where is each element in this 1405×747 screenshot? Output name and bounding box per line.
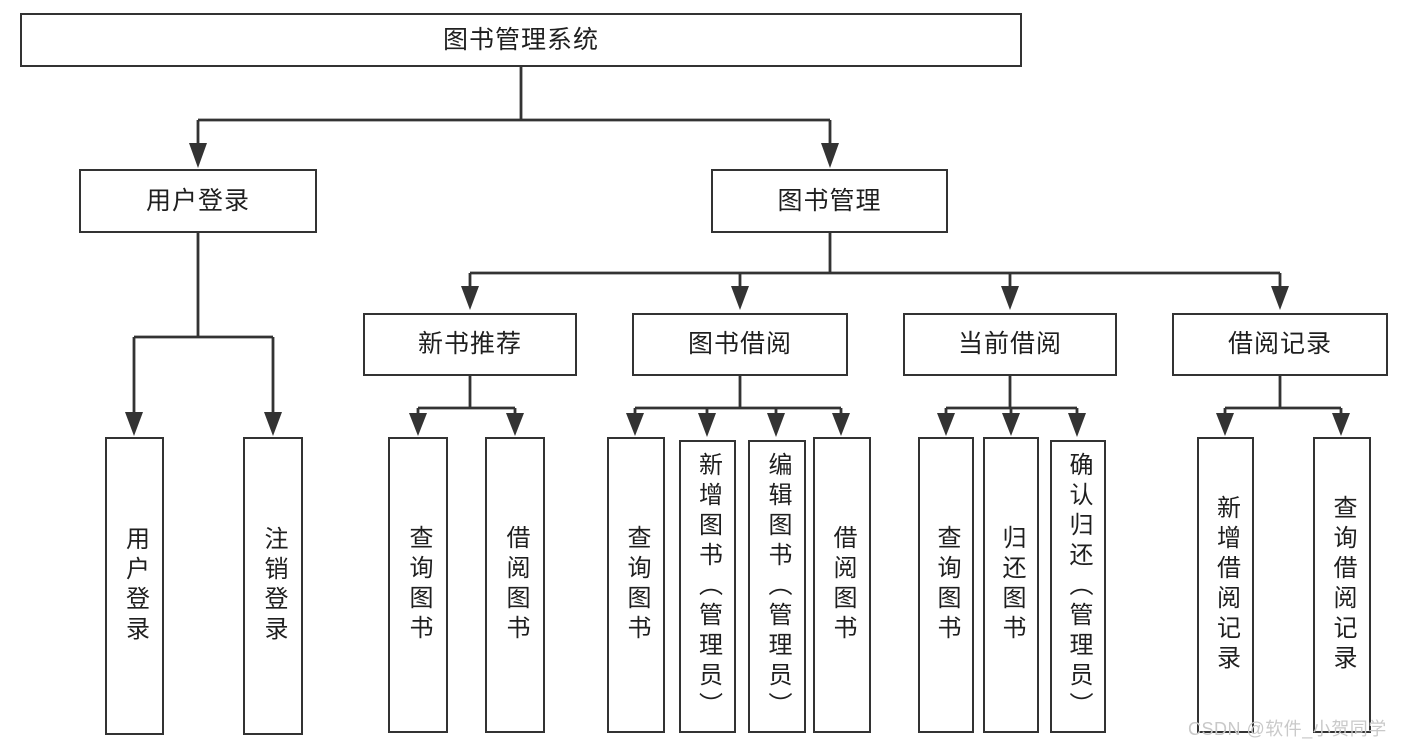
node-book-management: 图书管理 [711, 169, 948, 233]
leaf-add-borrow-record-label: 新增借阅记录 [1212, 495, 1240, 675]
leaf-query-book-recommend: 查询图书 [388, 437, 448, 733]
node-book-borrowing: 图书借阅 [632, 313, 848, 376]
leaf-query-borrow-record-label: 查询借阅记录 [1329, 495, 1356, 675]
leaf-borrow-book-recommend-label: 借阅图书 [502, 525, 529, 645]
node-root-label: 图书管理系统 [442, 25, 599, 54]
node-current-borrowing: 当前借阅 [903, 313, 1117, 376]
leaf-query-book-current: 查询图书 [918, 437, 974, 733]
arrowheads [125, 143, 1350, 437]
leaf-add-borrow-record: 新增借阅记录 [1197, 437, 1254, 733]
leaf-user-login-label: 用户登录 [121, 526, 149, 646]
leaf-query-book-borrowing-label: 查询图书 [623, 525, 650, 645]
leaf-edit-book-admin-label: 编辑图书（管理员） [764, 451, 791, 722]
leaf-logout: 注销登录 [243, 437, 303, 735]
leaf-borrow-book-borrowing-label: 借阅图书 [829, 525, 856, 645]
leaf-borrow-book-recommend: 借阅图书 [485, 437, 545, 733]
leaf-borrow-book-borrowing: 借阅图书 [813, 437, 871, 733]
leaf-query-borrow-record: 查询借阅记录 [1313, 437, 1371, 733]
node-new-book-recommend-label: 新书推荐 [417, 330, 522, 358]
leaf-query-book-borrowing: 查询图书 [607, 437, 665, 733]
node-borrow-records: 借阅记录 [1172, 313, 1388, 376]
csdn-watermark: CSDN @软件_小贺同学 [1188, 719, 1387, 739]
leaf-edit-book-admin: 编辑图书（管理员） [748, 440, 806, 733]
node-user-login-label: 用户登录 [145, 186, 250, 215]
leaf-logout-label: 注销登录 [260, 526, 287, 646]
node-new-book-recommend: 新书推荐 [363, 313, 577, 376]
node-book-management-label: 图书管理 [777, 186, 882, 215]
leaf-query-book-current-label: 查询图书 [933, 525, 960, 645]
leaf-confirm-return-admin: 确认归还（管理员） [1050, 440, 1106, 733]
leaf-confirm-return-admin-label: 确认归还（管理员） [1065, 451, 1092, 722]
leaf-add-book-admin: 新增图书（管理员） [679, 440, 736, 733]
leaf-return-book-label: 归还图书 [998, 525, 1025, 645]
node-root: 图书管理系统 [20, 13, 1022, 67]
node-borrow-records-label: 借阅记录 [1227, 330, 1332, 358]
node-book-borrowing-label: 图书借阅 [687, 330, 792, 358]
leaf-return-book: 归还图书 [983, 437, 1039, 733]
node-user-login: 用户登录 [79, 169, 317, 233]
leaf-add-book-admin-label: 新增图书（管理员） [694, 451, 722, 722]
leaf-user-login: 用户登录 [105, 437, 164, 735]
leaf-query-book-recommend-label: 查询图书 [405, 525, 432, 645]
node-current-borrowing-label: 当前借阅 [957, 330, 1062, 358]
